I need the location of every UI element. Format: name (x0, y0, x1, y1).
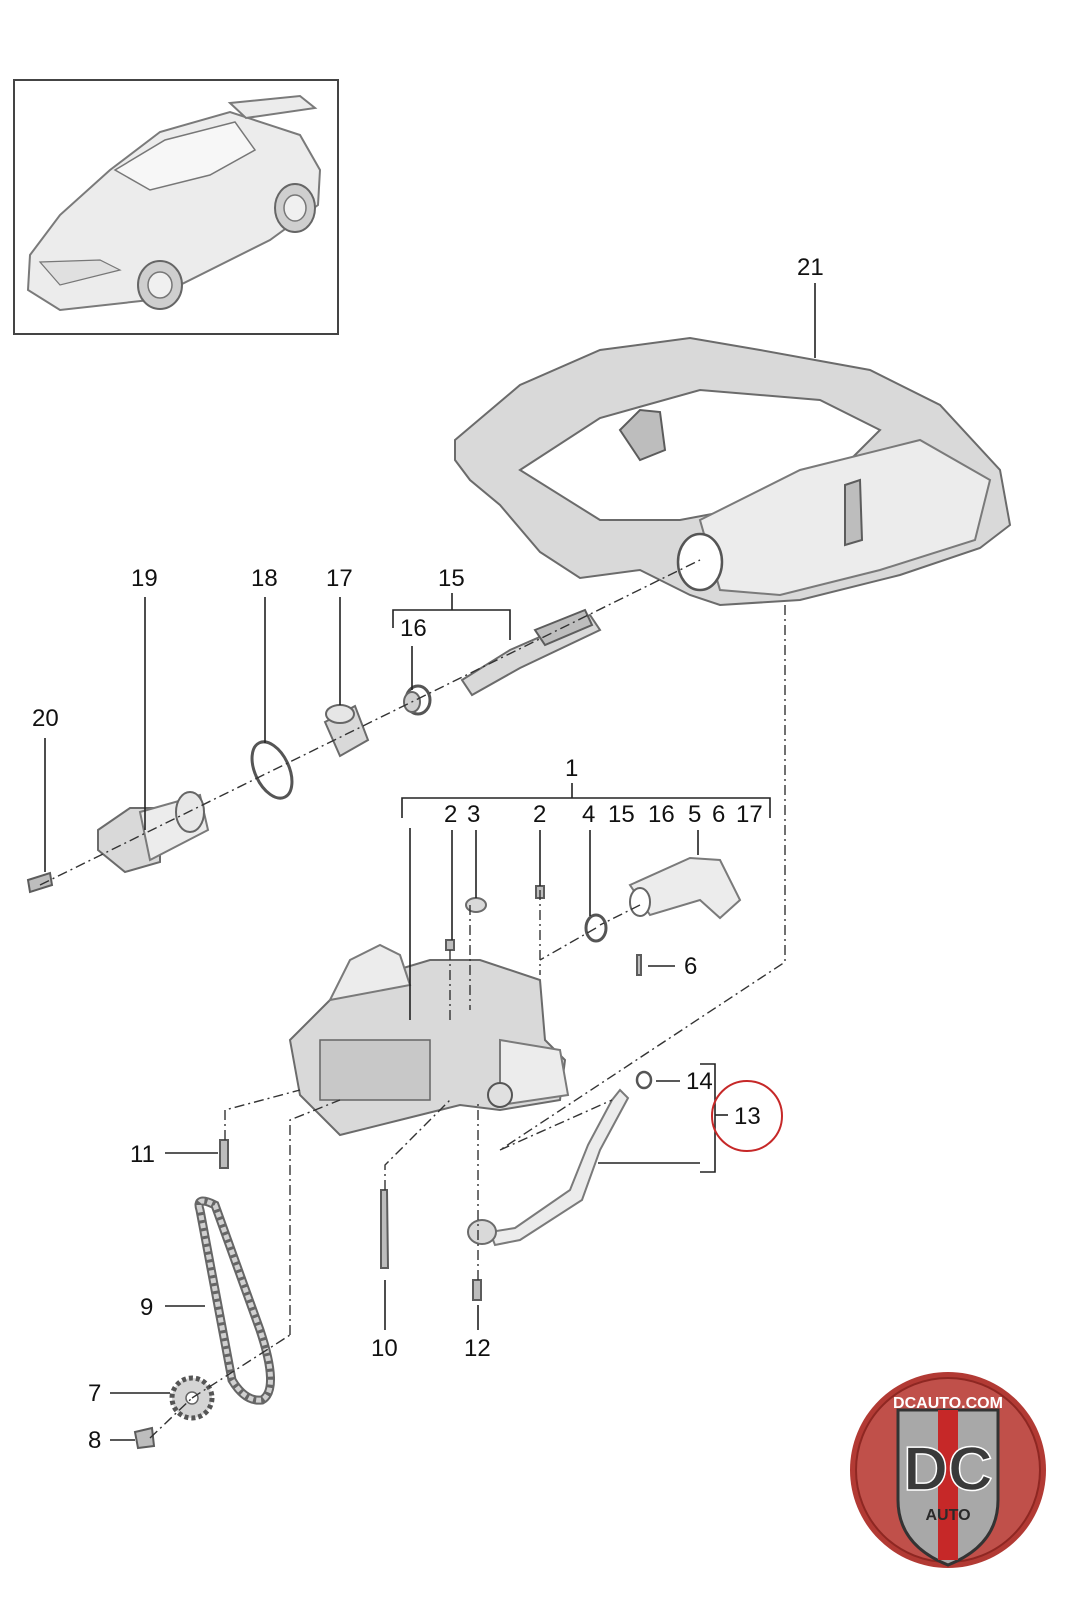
logo-mark: DC (903, 1435, 993, 1504)
callout-17-group[interactable]: 17 (736, 801, 763, 828)
bushing-icon (323, 704, 370, 758)
callout-19[interactable]: 19 (131, 565, 158, 592)
callout-11[interactable]: 11 (130, 1141, 155, 1168)
car-icon (26, 94, 322, 312)
callout-1[interactable]: 1 (565, 755, 578, 782)
valve-icon (460, 608, 602, 697)
callout-13[interactable]: 13 (734, 1103, 761, 1130)
chain-icon (194, 1196, 275, 1405)
callout-12[interactable]: 12 (464, 1335, 491, 1362)
callout-16-group[interactable]: 16 (648, 801, 675, 828)
callout-18[interactable]: 18 (251, 565, 278, 592)
callout-14[interactable]: 14 (686, 1068, 713, 1095)
assembly-lines (39, 559, 786, 1439)
callout-8[interactable]: 8 (88, 1427, 101, 1454)
callout-7[interactable]: 7 (88, 1380, 101, 1407)
callout-20[interactable]: 20 (32, 705, 59, 732)
callout-21[interactable]: 21 (797, 254, 824, 281)
callout-17[interactable]: 17 (326, 565, 353, 592)
pipe-elbow-icon (628, 856, 742, 920)
housing-icon (97, 791, 210, 874)
callout-6-group[interactable]: 6 (712, 801, 725, 828)
dc-auto-logo: DCAUTO.COM DC AUTO (850, 1372, 1046, 1568)
oil-pipe-icon (467, 1088, 630, 1247)
bolts-icon (219, 1139, 482, 1301)
callout-4[interactable]: 4 (582, 801, 595, 828)
callout-3[interactable]: 3 (467, 801, 480, 828)
callout-16[interactable]: 16 (400, 615, 427, 642)
o-ring-14-icon (635, 1070, 653, 1090)
highlight-circle (711, 1080, 783, 1152)
oil-pump-icon (288, 943, 570, 1137)
callout-2-right[interactable]: 2 (533, 801, 546, 828)
callout-2-left[interactable]: 2 (444, 801, 457, 828)
callout-9[interactable]: 9 (140, 1294, 153, 1321)
spring-icon (403, 684, 432, 716)
bolt-8-icon (133, 1426, 156, 1450)
bolt-icon (26, 871, 54, 894)
car-thumbnail (13, 79, 339, 335)
oil-pan-icon (454, 336, 1012, 607)
bolt-6-icon (636, 954, 642, 976)
o-ring-small-icon (584, 913, 608, 943)
plug-icon (445, 885, 545, 951)
callout-15[interactable]: 15 (438, 565, 465, 592)
logo-bottom-text: AUTO (925, 1507, 970, 1524)
callout-5[interactable]: 5 (688, 801, 701, 828)
callout-10[interactable]: 10 (371, 1335, 398, 1362)
callouts: 21 19 18 17 15 16 20 1 2 3 2 4 15 16 5 6… (32, 254, 824, 1454)
leader-lines (44, 283, 816, 1441)
o-ring-icon (250, 740, 294, 800)
callout-6[interactable]: 6 (684, 953, 697, 980)
callout-15-group[interactable]: 15 (608, 801, 635, 828)
logo-top-text: DCAUTO.COM (893, 1395, 1003, 1412)
